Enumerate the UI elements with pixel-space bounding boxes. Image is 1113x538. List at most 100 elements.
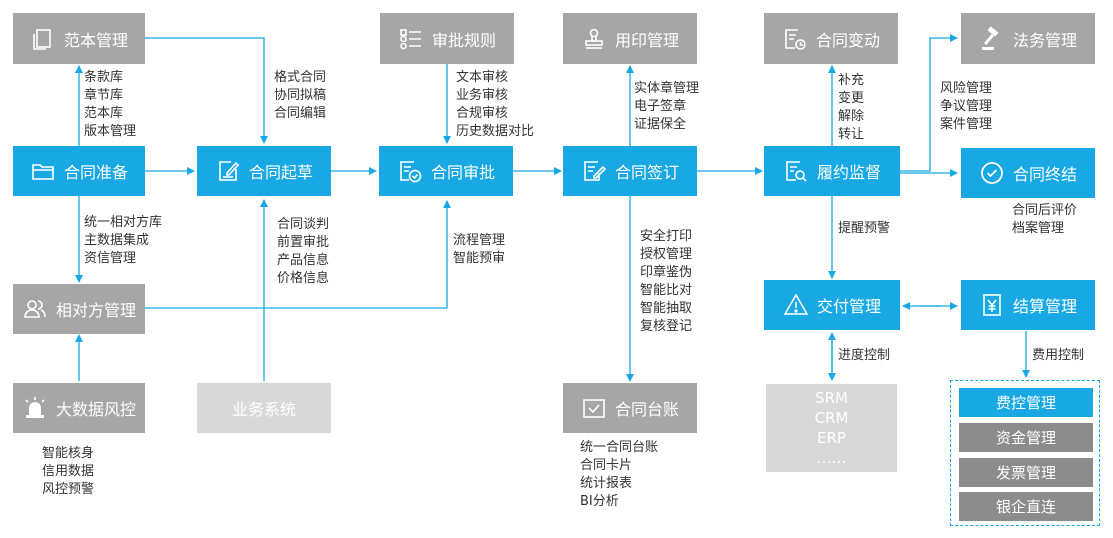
node-template-mgmt[interactable]: 范本管理 [13,13,145,64]
node-contract-change-label: 合同变动 [815,30,880,50]
termination-items: 合同后评价 档案管理 [1012,202,1077,238]
prep-item: 统一相对方库 [84,215,163,230]
node-performance-supervision[interactable]: 履约监督 [764,146,900,196]
approval-items: 流程管理 智能预审 [453,232,505,268]
sub-bank-link[interactable]: 银企直连 [959,492,1093,521]
rule-item: 业务审核 [456,88,509,103]
signing-items: 安全打印 授权管理 印章鉴伪 智能比对 智能抽取 复核登记 [640,228,692,336]
change-items: 补充 变更 解除 转让 [838,72,864,144]
node-settlement-mgmt-label: 结算管理 [1012,297,1077,316]
legal-items: 风险管理 争议管理 案件管理 [940,80,992,134]
folder-icon [30,158,56,184]
documents-icon [30,26,56,52]
node-contract-draft[interactable]: 合同起草 [197,146,331,196]
ledger-item: 合同卡片 [580,458,633,473]
signing-item: 智能抽取 [640,301,693,316]
ledger-item: BI分析 [580,494,619,509]
rule-item: 文本审核 [456,70,509,85]
node-contract-change[interactable]: 合同变动 [764,13,898,64]
business-item: 产品信息 [277,253,330,268]
warning-icon [783,292,809,318]
node-bigdata-risk[interactable]: 大数据风控 [13,383,145,433]
node-legal-mgmt[interactable]: 法务管理 [961,13,1095,64]
sub-invoice-mgmt[interactable]: 发票管理 [959,458,1093,487]
ledger-item: 统一合同台账 [580,440,659,455]
node-contract-prep-label: 合同准备 [63,163,128,182]
sub-funds-mgmt[interactable]: 资金管理 [959,423,1093,452]
legal-item: 风险管理 [940,81,993,96]
rule-item: 合规审核 [456,106,509,121]
node-contract-termination-label: 合同终结 [1012,165,1077,184]
business-item: 前置审批 [277,235,330,250]
prep-item: 主数据集成 [84,233,150,248]
node-legal-mgmt-label: 法务管理 [1012,30,1077,50]
prep-item: 资信管理 [84,251,137,266]
node-template-mgmt-label: 范本管理 [63,30,128,50]
node-contract-draft-label: 合同起草 [248,163,313,182]
draft-item: 格式合同 [274,70,327,85]
rule-item: 历史数据对比 [456,124,535,139]
sign-document-icon [581,158,607,184]
yuan-document-icon [979,292,1005,318]
template-item: 章节库 [84,88,124,103]
document-search-icon [783,158,809,184]
template-item: 条款库 [84,70,124,85]
termination-item: 档案管理 [1012,221,1065,236]
business-items: 合同谈判 前置审批 产品信息 价格信息 [277,216,329,288]
prep-items: 统一相对方库 主数据集成 资信管理 [84,214,162,268]
seal-item: 实体章管理 [634,81,700,96]
risk-item: 风控预警 [42,482,95,497]
node-contract-prep[interactable]: 合同准备 [13,146,145,196]
draft-item: 合同编辑 [274,106,327,121]
list-icon [398,26,424,52]
ledger-check-icon [581,395,607,421]
draft-items: 格式合同 协同拟稿 合同编辑 [274,69,326,123]
business-item: 合同谈判 [277,217,330,232]
node-seal-mgmt-label: 用印管理 [614,30,679,50]
seal-stamp-icon [581,26,607,52]
node-contract-approval-label: 合同审批 [430,163,495,182]
node-contract-ledger-label: 合同台账 [614,400,679,419]
node-counterparty-mgmt[interactable]: 相对方管理 [13,284,145,334]
node-performance-supervision-label: 履约监督 [816,163,881,182]
draft-item: 协同拟稿 [274,88,327,103]
node-contract-ledger[interactable]: 合同台账 [563,383,697,433]
node-settlement-mgmt[interactable]: 结算管理 [961,280,1095,330]
sub-expense-control[interactable]: 费控管理 [959,388,1093,417]
ledger-items: 统一合同台账 合同卡片 统计报表 BI分析 [580,439,658,511]
people-icon [22,296,48,322]
change-item: 转让 [838,127,865,142]
signing-item: 印章鉴伪 [640,265,693,280]
node-counterparty-mgmt-label: 相对方管理 [55,301,136,320]
signing-item: 授权管理 [640,247,693,262]
node-business-system[interactable]: 业务系统 [197,383,331,433]
node-delivery-mgmt[interactable]: 交付管理 [764,280,900,330]
node-seal-mgmt[interactable]: 用印管理 [563,13,697,64]
legal-item: 争议管理 [940,99,993,114]
alarm-light-icon [22,395,48,421]
system-more: …… [816,449,847,467]
change-item: 解除 [838,109,865,124]
node-contract-approval[interactable]: 合同审批 [379,146,513,196]
template-item: 版本管理 [84,124,137,139]
settlement-subgroup: 费控管理 资金管理 发票管理 银企直连 [950,380,1100,526]
external-systems[interactable]: SRM CRM ERP …… [766,384,897,472]
node-contract-termination[interactable]: 合同终结 [961,148,1095,198]
cost-label: 费用控制 [1032,348,1085,363]
signing-item: 复核登记 [640,319,693,334]
template-items: 条款库 章节库 范本库 版本管理 [84,69,136,141]
signing-item: 安全打印 [640,229,693,244]
signing-item: 智能比对 [640,283,693,298]
change-item: 变更 [838,91,865,106]
warning-label: 提醒预警 [838,221,891,236]
approved-document-icon [397,158,423,184]
termination-item: 合同后评价 [1012,203,1078,218]
risk-item: 智能核身 [42,446,95,461]
rule-items: 文本审核 业务审核 合规审核 历史数据对比 [456,69,534,141]
progress-label: 进度控制 [838,348,891,363]
node-approval-rules-label: 审批规则 [431,30,496,50]
edit-document-icon [215,158,241,184]
node-approval-rules[interactable]: 审批规则 [380,13,514,64]
arrow-template-to-draft [145,37,268,144]
node-contract-signing[interactable]: 合同签订 [563,146,697,196]
